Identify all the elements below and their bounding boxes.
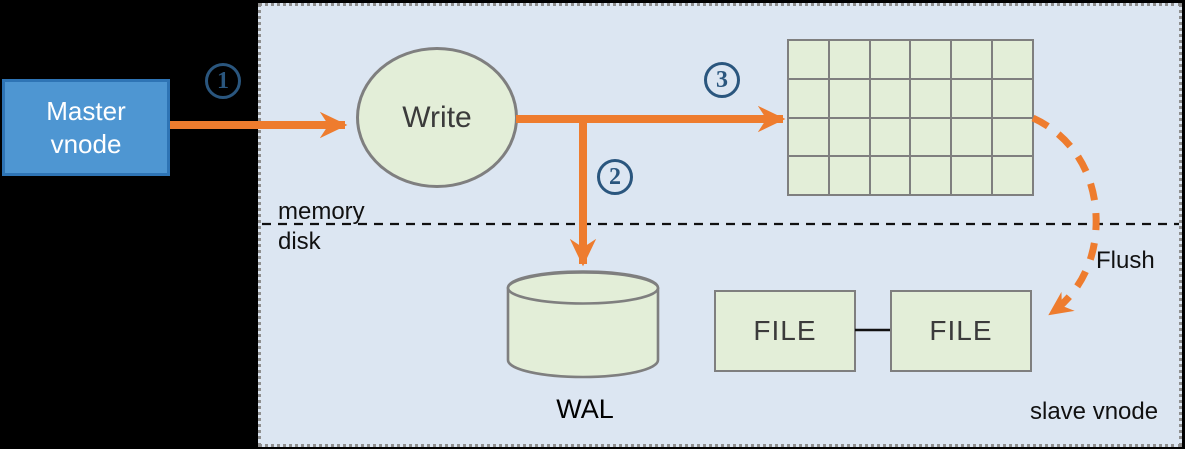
master-vnode-node: Master vnode [2, 79, 170, 176]
file-1-label: FILE [753, 315, 817, 346]
step-1-label: 1 [217, 67, 229, 94]
file-node-1: FILE [714, 290, 856, 372]
memtable-cell [911, 118, 951, 156]
step-3-badge: 3 [704, 62, 740, 98]
memtable-cell [789, 79, 828, 117]
write-node: Write [356, 47, 518, 188]
memtable-cell [829, 79, 869, 117]
memtable-cell [952, 118, 992, 156]
memtable-cell [952, 79, 992, 117]
memtable-cell [911, 157, 951, 194]
memtable-cell [952, 41, 992, 78]
memtable-cell [829, 41, 869, 78]
step-2-badge: 2 [597, 159, 633, 195]
memtable-cell [829, 157, 869, 194]
memtable-cell [870, 157, 910, 194]
memtable-cell [870, 79, 910, 117]
file-2-label: FILE [929, 315, 993, 346]
memory-label: memory [278, 198, 365, 225]
memtable-cell [993, 41, 1032, 78]
memtable-cell [993, 157, 1032, 194]
memtable-cell [952, 157, 992, 194]
memtable-cell [911, 41, 951, 78]
step-2-label: 2 [609, 163, 621, 190]
memtable-cell [789, 41, 828, 78]
step-3-label: 3 [716, 66, 728, 93]
wal-label: WAL [556, 394, 614, 424]
file-node-2: FILE [890, 290, 1032, 372]
flush-label: Flush [1096, 247, 1155, 274]
memtable-cell [870, 41, 910, 78]
memtable-cell [870, 118, 910, 156]
memtable-cell [789, 118, 828, 156]
master-vnode-label: Master vnode [46, 96, 126, 159]
disk-label: disk [278, 228, 321, 255]
memtable-cell [829, 118, 869, 156]
memtable-grid [787, 39, 1034, 196]
memtable-cell [789, 157, 828, 194]
step-1-badge: 1 [205, 63, 241, 99]
write-label: Write [402, 100, 472, 134]
memtable-cell [993, 79, 1032, 117]
slave-vnode-label: slave vnode [1030, 398, 1159, 425]
memtable-cell [993, 118, 1032, 156]
memtable-cell [911, 79, 951, 117]
